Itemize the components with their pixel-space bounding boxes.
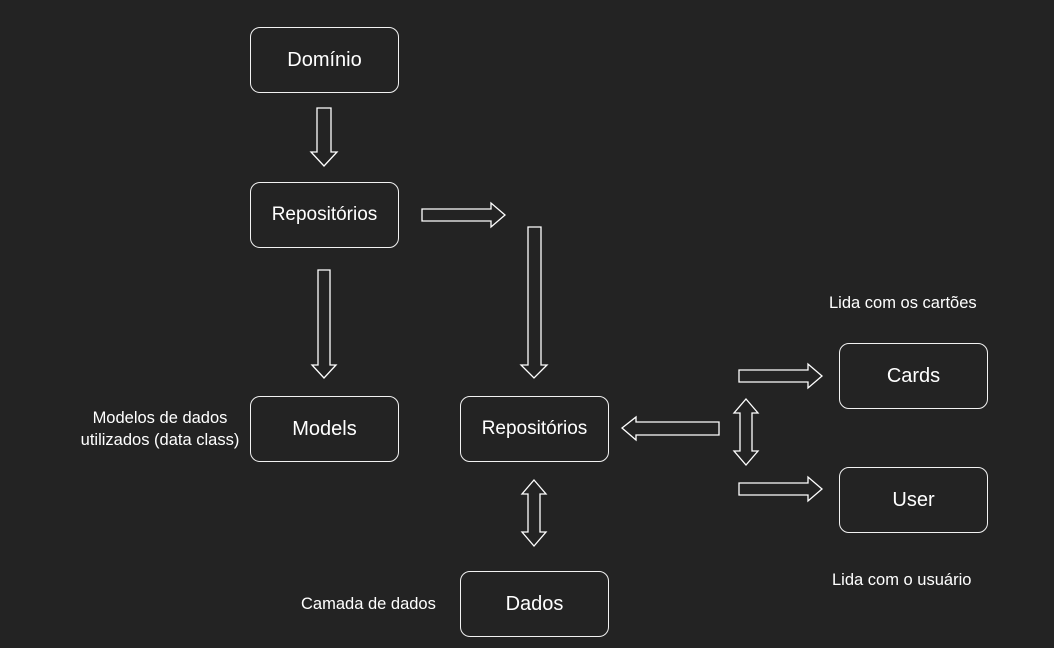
- arrow-dominio-to-repositorios: [309, 107, 339, 167]
- node-cards-label: Cards: [886, 364, 941, 387]
- arrow-down-to-repositorios-data: [519, 226, 549, 379]
- arrow-repositorios-to-models: [310, 269, 338, 379]
- node-dados-label: Dados: [505, 592, 564, 615]
- arrow-repositorios-dados-double: [520, 479, 548, 547]
- node-cards: Cards: [839, 343, 988, 409]
- arrow-to-cards: [738, 362, 823, 390]
- camada-description: Camada de dados: [301, 595, 436, 613]
- arrow-cards-user-double: [732, 398, 760, 466]
- arrow-to-user: [738, 475, 823, 503]
- node-dominio-label: Domínio: [287, 48, 362, 71]
- node-dominio: Domínio: [250, 27, 399, 93]
- models-description-line2: utilizados (data class): [80, 431, 240, 449]
- node-repositorios-data-label: Repositórios: [481, 418, 588, 439]
- node-repositorios-domain-label: Repositórios: [271, 204, 378, 225]
- models-description-line1: Modelos de dados: [92, 409, 228, 427]
- cards-description: Lida com os cartões: [829, 294, 977, 312]
- user-description: Lida com o usuário: [832, 571, 972, 589]
- node-repositorios-data: Repositórios: [460, 396, 609, 462]
- arrow-repositorios-right: [421, 201, 506, 229]
- node-models-label: Models: [292, 417, 357, 440]
- node-user: User: [839, 467, 988, 533]
- node-models: Models: [250, 396, 399, 462]
- node-dados: Dados: [460, 571, 609, 637]
- arrow-into-repositorios-data: [620, 415, 720, 442]
- node-user-label: User: [892, 488, 935, 511]
- node-repositorios-domain: Repositórios: [250, 182, 399, 248]
- models-description: Modelos de dados utilizados (data class): [50, 407, 270, 451]
